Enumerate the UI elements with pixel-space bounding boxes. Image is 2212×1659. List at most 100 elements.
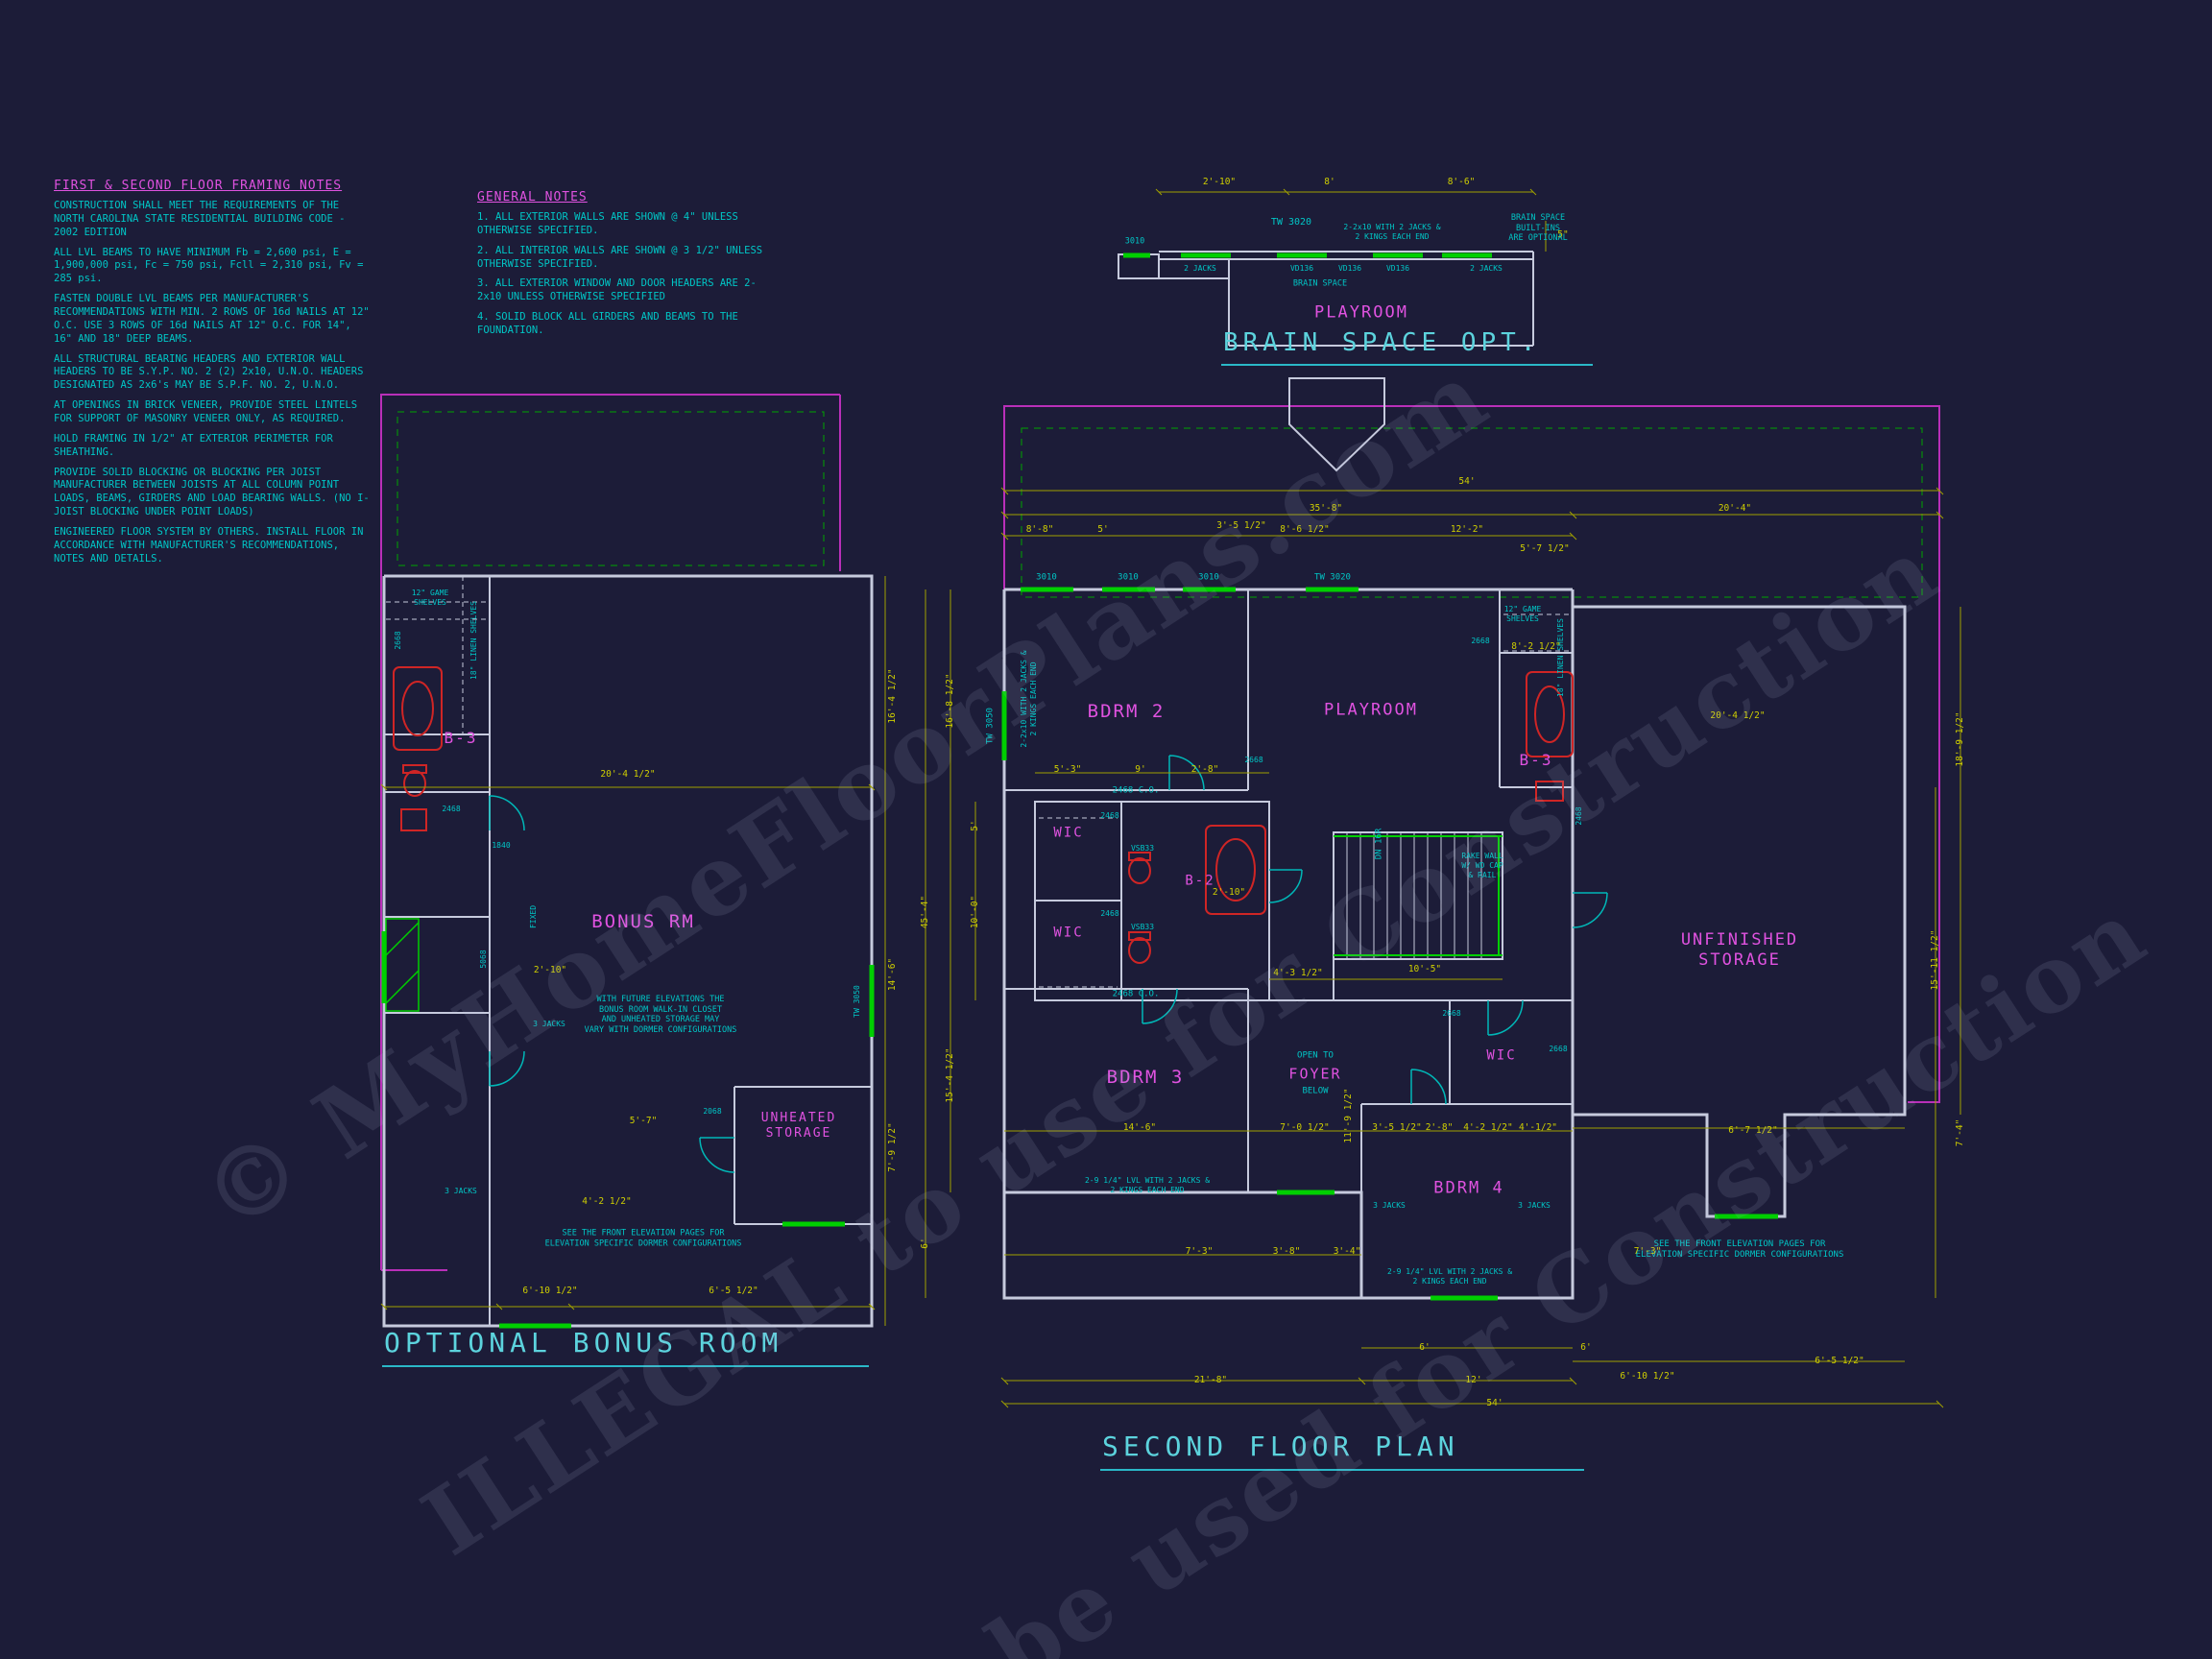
general-notes-title: GENERAL NOTES xyxy=(477,190,588,204)
stair-rails xyxy=(1334,835,1503,956)
bonus-plan-title: OPTIONAL BONUS ROOM xyxy=(382,1327,870,1367)
dimension-label: 20'-4 1/2" xyxy=(600,769,656,781)
note-item: ALL LVL BEAMS TO HAVE MINIMUM Fb = 2,600… xyxy=(54,246,364,285)
second-plan-title: SECOND FLOOR PLAN xyxy=(1100,1431,1584,1471)
dimension-label: 5' xyxy=(1097,524,1109,536)
dimension-lines xyxy=(1155,188,1547,252)
dimension-label: 5'-3" xyxy=(1053,764,1082,776)
annotation-label: 3010 xyxy=(1124,236,1145,247)
dimension-label: 45'-4" xyxy=(920,895,931,929)
roof-outline xyxy=(1003,405,1940,1103)
annotation-label: BRAIN SPACE xyxy=(1292,278,1348,289)
note-item: 3. ALL EXTERIOR WINDOW AND DOOR HEADERS … xyxy=(477,277,757,303)
dimension-label: 16'-4 1/2" xyxy=(887,668,899,724)
annotation-label: 2-9 1/4" LVL WITH 2 JACKS & 2 KINGS EACH… xyxy=(1386,1267,1513,1286)
note-item: HOLD FRAMING IN 1/2" AT EXTERIOR PERIMET… xyxy=(54,432,333,458)
annotation-label: 1840 xyxy=(492,841,511,850)
note-item: ALL STRUCTURAL BEARING HEADERS AND EXTER… xyxy=(54,352,364,392)
dimension-label: 20'-4 1/2" xyxy=(1710,710,1766,722)
dimension-label: 8'-6" xyxy=(1447,177,1476,188)
room-label: BONUS RM xyxy=(591,911,695,933)
doors xyxy=(1142,755,1608,1105)
annotation-label: OPEN TO xyxy=(1297,1050,1334,1061)
dimension-label: 54' xyxy=(1486,1398,1503,1409)
room-label: PLAYROOM xyxy=(1324,700,1418,720)
annotation-label: SEE THE FRONT ELEVATION PAGES FOR ELEVAT… xyxy=(1635,1238,1844,1260)
dimension-label: 5" xyxy=(1557,229,1569,241)
annotation-label: 3 JACKS xyxy=(1373,1201,1406,1210)
dimension-label: 8'-6 1/2" xyxy=(1280,524,1330,536)
annotation-label: BELOW xyxy=(1302,1086,1329,1096)
annotation-label: 2668 xyxy=(1442,1009,1461,1018)
annotation-label: 3010 xyxy=(1118,572,1139,583)
dimension-label: 16'-8 1/2" xyxy=(945,673,956,729)
room-label: UNFINISHED STORAGE xyxy=(1680,929,1799,970)
annotation-label: 3010 xyxy=(1198,572,1219,583)
dimension-label: 2'-10" xyxy=(533,965,567,976)
dimension-label: 8' xyxy=(1324,177,1335,188)
dimension-label: 6' xyxy=(920,1238,931,1249)
windows xyxy=(1001,587,1778,1301)
dimension-label: 5'-7 1/2" xyxy=(1520,543,1570,555)
annotation-label: 2468 xyxy=(1100,811,1119,820)
bonus-plan-dims: 20'-4 1/2" 16'-4 1/2" 14'-6" 7'-9 1/2" 2'-10… xyxy=(355,379,912,1368)
note-item: 2. ALL INTERIOR WALLS ARE SHOWN @ 3 1/2"… xyxy=(477,244,763,270)
dimension-label: 3'-5 1/2" xyxy=(1216,520,1266,532)
dimension-label: 54' xyxy=(1458,476,1476,488)
room-label: UNHEATED STORAGE xyxy=(760,1110,837,1141)
room-label: B-3 xyxy=(1519,751,1553,769)
dimension-label: 4'-2 1/2" xyxy=(582,1196,632,1208)
annotation-label: 12" GAME SHELVES xyxy=(1503,605,1542,623)
annotation-label: 2068 xyxy=(703,1107,722,1116)
annotation-label: VSB33 xyxy=(1130,844,1155,853)
dimension-label: 4'-2 1/2" xyxy=(1463,1122,1513,1134)
dimension-label: 6'-7 1/2" xyxy=(1728,1125,1778,1137)
doors xyxy=(489,795,735,1173)
attic-dashed-lines xyxy=(397,411,825,566)
annotation-label: 2468 C.O. xyxy=(1112,989,1160,999)
annotation-label: RAKE WALL W/ WD CAP & RAIL xyxy=(1461,852,1503,879)
dimension-label: 6'-5 1/2" xyxy=(1815,1356,1864,1367)
dimension-label: 18'-9 1/2" xyxy=(1955,711,1966,767)
note-item: CONSTRUCTION SHALL MEET THE REQUIREMENTS… xyxy=(54,200,346,238)
annotation-label: 2 JACKS xyxy=(1184,264,1216,273)
dimension-label: 6' xyxy=(1580,1342,1592,1354)
dimension-label: 20'-4" xyxy=(1718,503,1752,515)
dimension-label: 7'-3" xyxy=(1633,1246,1662,1258)
dimension-label: 14'-6" xyxy=(887,957,899,992)
note-item: ENGINEERED FLOOR SYSTEM BY OTHERS. INSTA… xyxy=(54,526,364,565)
room-label: WIC xyxy=(1053,825,1084,841)
annotation-label: 2-2x10 WITH 2 JACKS & 2 KINGS EACH END xyxy=(1343,223,1441,241)
room-label: WIC xyxy=(1486,1047,1517,1064)
brain-space-title: BRAIN SPACE OPT. xyxy=(1221,328,1594,366)
dimension-label: 2'-10" xyxy=(1202,177,1237,188)
annotation-label: 3 JACKS xyxy=(533,1020,565,1028)
dimension-label: 11'-9 1/2" xyxy=(1343,1088,1355,1143)
shelf-dashed-lines xyxy=(386,576,488,734)
framing-notes-title: FIRST & SECOND FLOOR FRAMING NOTES xyxy=(54,179,343,193)
dimension-label: 8'-2 1/2" xyxy=(1511,641,1561,653)
dimension-label: 5' xyxy=(970,820,981,831)
dimension-label: 2'-10" xyxy=(1212,887,1246,899)
annotation-label: 2468 C.O. xyxy=(1112,785,1160,796)
dimension-label: 6'-10 1/2" xyxy=(522,1286,578,1297)
room-label: BDRM 2 xyxy=(1087,701,1166,723)
annotation-label: 2668 xyxy=(1471,637,1490,645)
dimension-label: 7'-0 1/2" xyxy=(1280,1122,1330,1134)
dimension-label: 3'-5 1/2" xyxy=(1372,1122,1422,1134)
annotation-label: VD136 xyxy=(1289,264,1314,273)
dimension-label: 14'-6" xyxy=(1122,1122,1157,1134)
dimension-label: 7'-9 1/2" xyxy=(887,1122,899,1172)
stair-treads xyxy=(1346,832,1482,959)
bath-fixtures xyxy=(393,666,443,831)
dimension-label: 4'-3 1/2" xyxy=(1273,968,1323,979)
annotation-label: 12" GAME SHELVES xyxy=(411,589,449,607)
annotation-label: BRAIN SPACE BUILT-INS ARE OPTIONAL xyxy=(1508,213,1568,244)
dimension-label: 5'-7" xyxy=(629,1116,658,1127)
